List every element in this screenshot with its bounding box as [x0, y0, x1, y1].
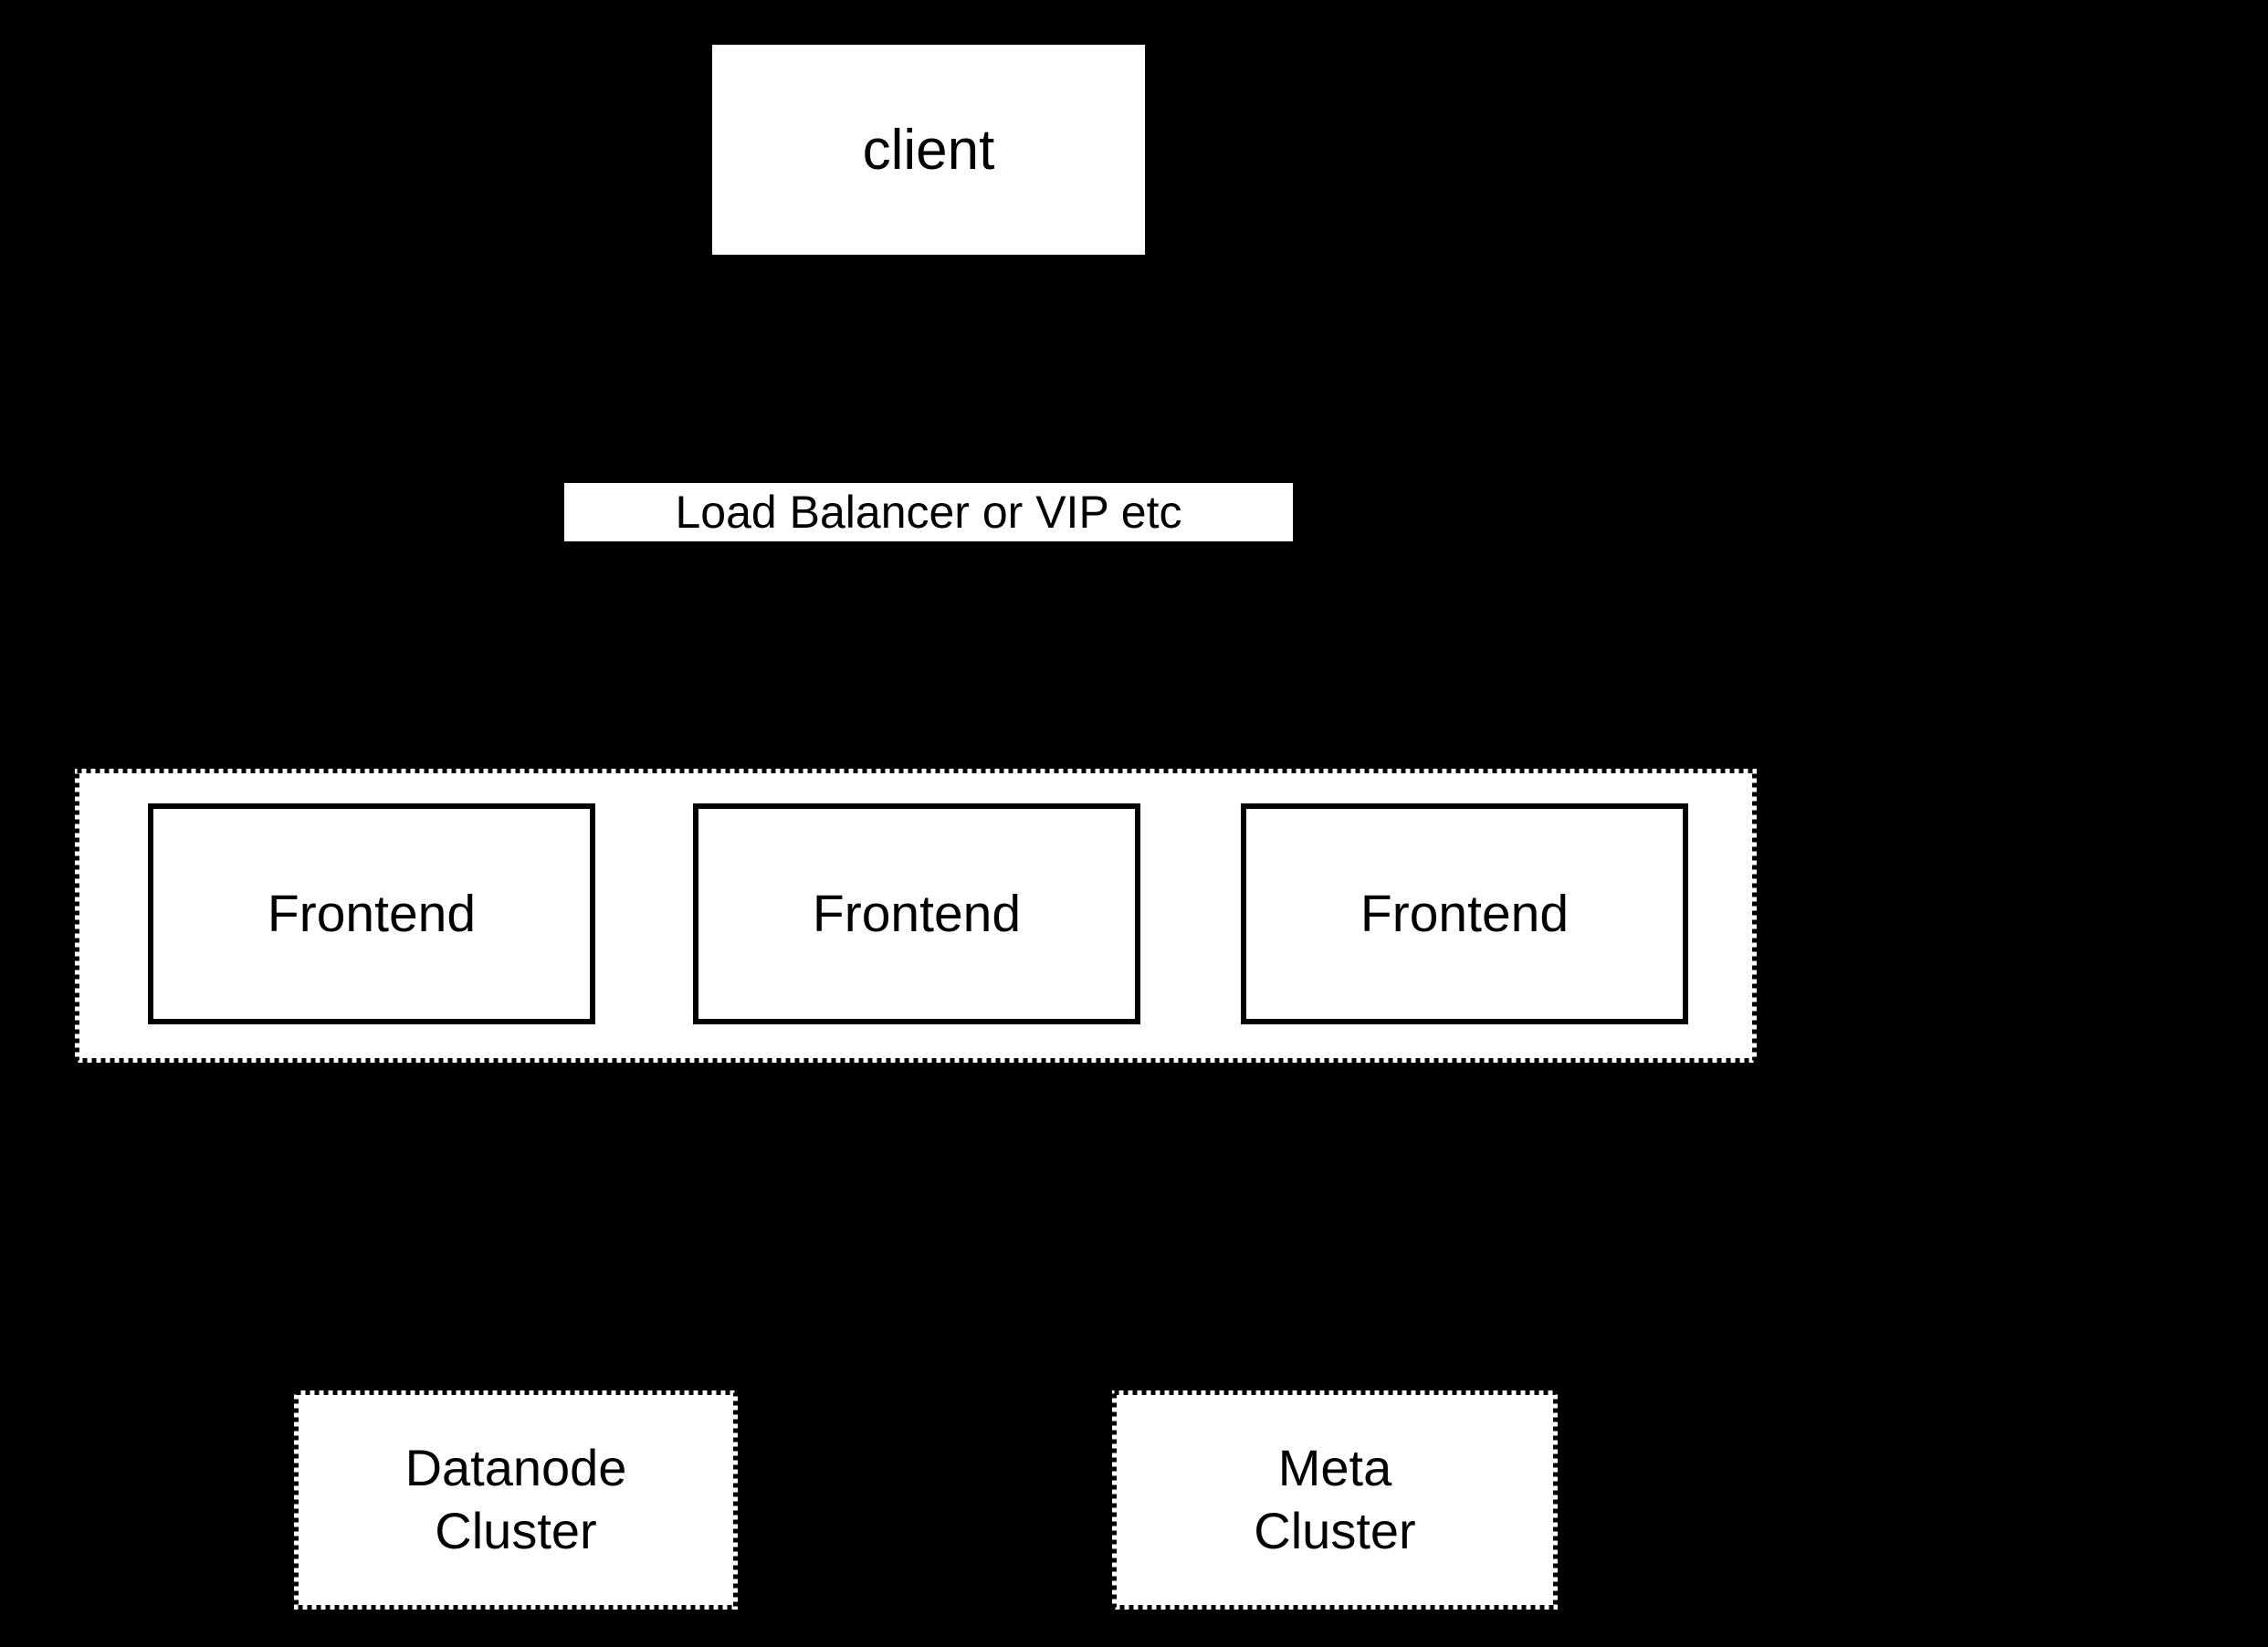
frontend-node-1-label: Frontend [267, 885, 477, 943]
frontend-node-2: Frontend [693, 803, 1140, 1024]
load-balancer-node: Load Balancer or VIP etc [561, 479, 1297, 545]
meta-cluster-node: Meta Cluster [1112, 1390, 1558, 1610]
meta-cluster-dashed-border [1112, 1390, 1558, 1610]
frontend-node-2-label: Frontend [812, 885, 1022, 943]
frontend-node-3-label: Frontend [1360, 885, 1570, 943]
meta-cluster-label: Meta Cluster [1254, 1439, 1416, 1559]
frontend-node-1: Frontend [148, 803, 595, 1024]
frontend-node-3: Frontend [1241, 803, 1688, 1024]
load-balancer-node-label: Load Balancer or VIP etc [675, 487, 1182, 538]
client-node: client [709, 41, 1149, 258]
datanode-cluster-label: Datanode Cluster [404, 1439, 627, 1559]
client-node-label: client [862, 118, 995, 182]
datanode-cluster-dashed-border [294, 1390, 738, 1610]
frontend-group-container: Frontend Frontend Frontend [75, 769, 1757, 1063]
datanode-cluster-node: Datanode Cluster [294, 1390, 738, 1610]
